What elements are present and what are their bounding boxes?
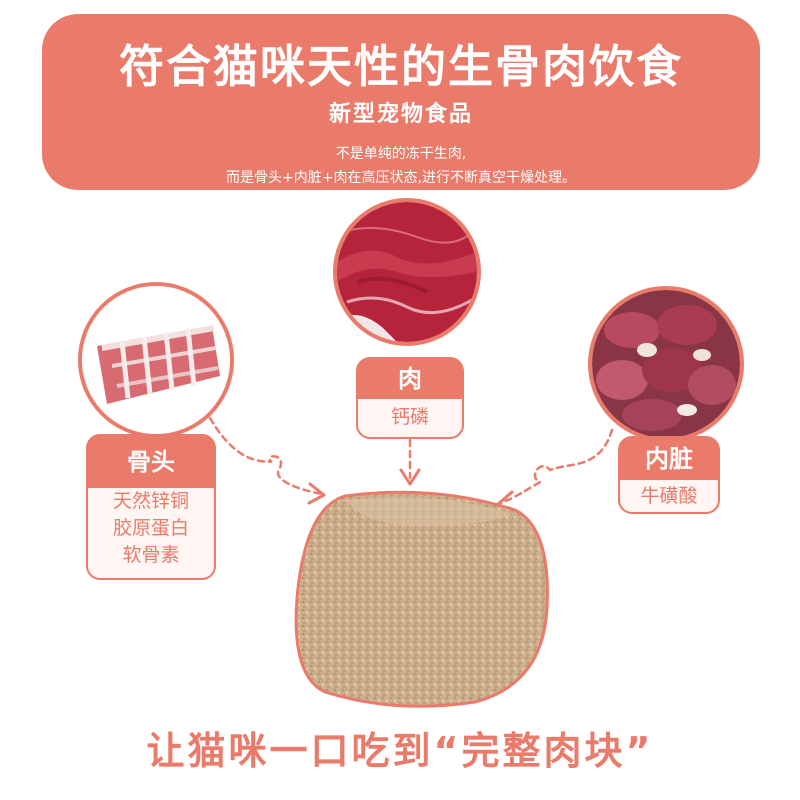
bone-nutrient-3: 软骨素: [122, 544, 180, 566]
header-banner: 符合猫咪天性的生骨肉饮食 新型宠物食品 不是单纯的冻干生肉, 而是骨头+内脏+肉…: [42, 14, 760, 190]
bone-label: 骨头 天然锌铜 胶原蛋白 软骨素: [86, 434, 216, 580]
meat-label: 肉 钙磷: [356, 357, 464, 439]
bone-label-title: 骨头: [88, 436, 214, 488]
bone-arrow: [208, 416, 324, 496]
organ-label-nutrient: 牛磺酸: [640, 485, 698, 507]
main-title: 符合猫咪天性的生骨肉饮食: [118, 40, 683, 93]
organ-meat-image: [592, 290, 740, 438]
meat-photo: [333, 198, 481, 346]
description-line-1: 不是单纯的冻干生肉,: [335, 146, 467, 162]
subtitle: 新型宠物食品: [328, 102, 473, 127]
organ-label-title: 内脏: [620, 438, 718, 480]
organ-photo: [588, 286, 744, 442]
rib-bones-image: [82, 286, 230, 434]
description-line-2: 而是骨头+内脏+肉在高压状态,进行不断真空干燥处理。: [226, 170, 576, 186]
bone-nutrient-2: 胶原蛋白: [112, 517, 189, 539]
meat-label-nutrient: 钙磷: [390, 406, 429, 428]
product-cube: [294, 490, 549, 708]
description: 不是单纯的冻干生肉, 而是骨头+内脏+肉在高压状态,进行不断真空干燥处理。: [42, 142, 760, 190]
meat-label-title: 肉: [358, 359, 462, 399]
organ-arrow: [496, 428, 614, 506]
bottom-slogan: 让猫咪一口吃到“完整肉块”: [146, 729, 654, 773]
organ-label: 内脏 牛磺酸: [618, 436, 720, 514]
bone-nutrient-1: 天然锌铜: [112, 490, 189, 512]
